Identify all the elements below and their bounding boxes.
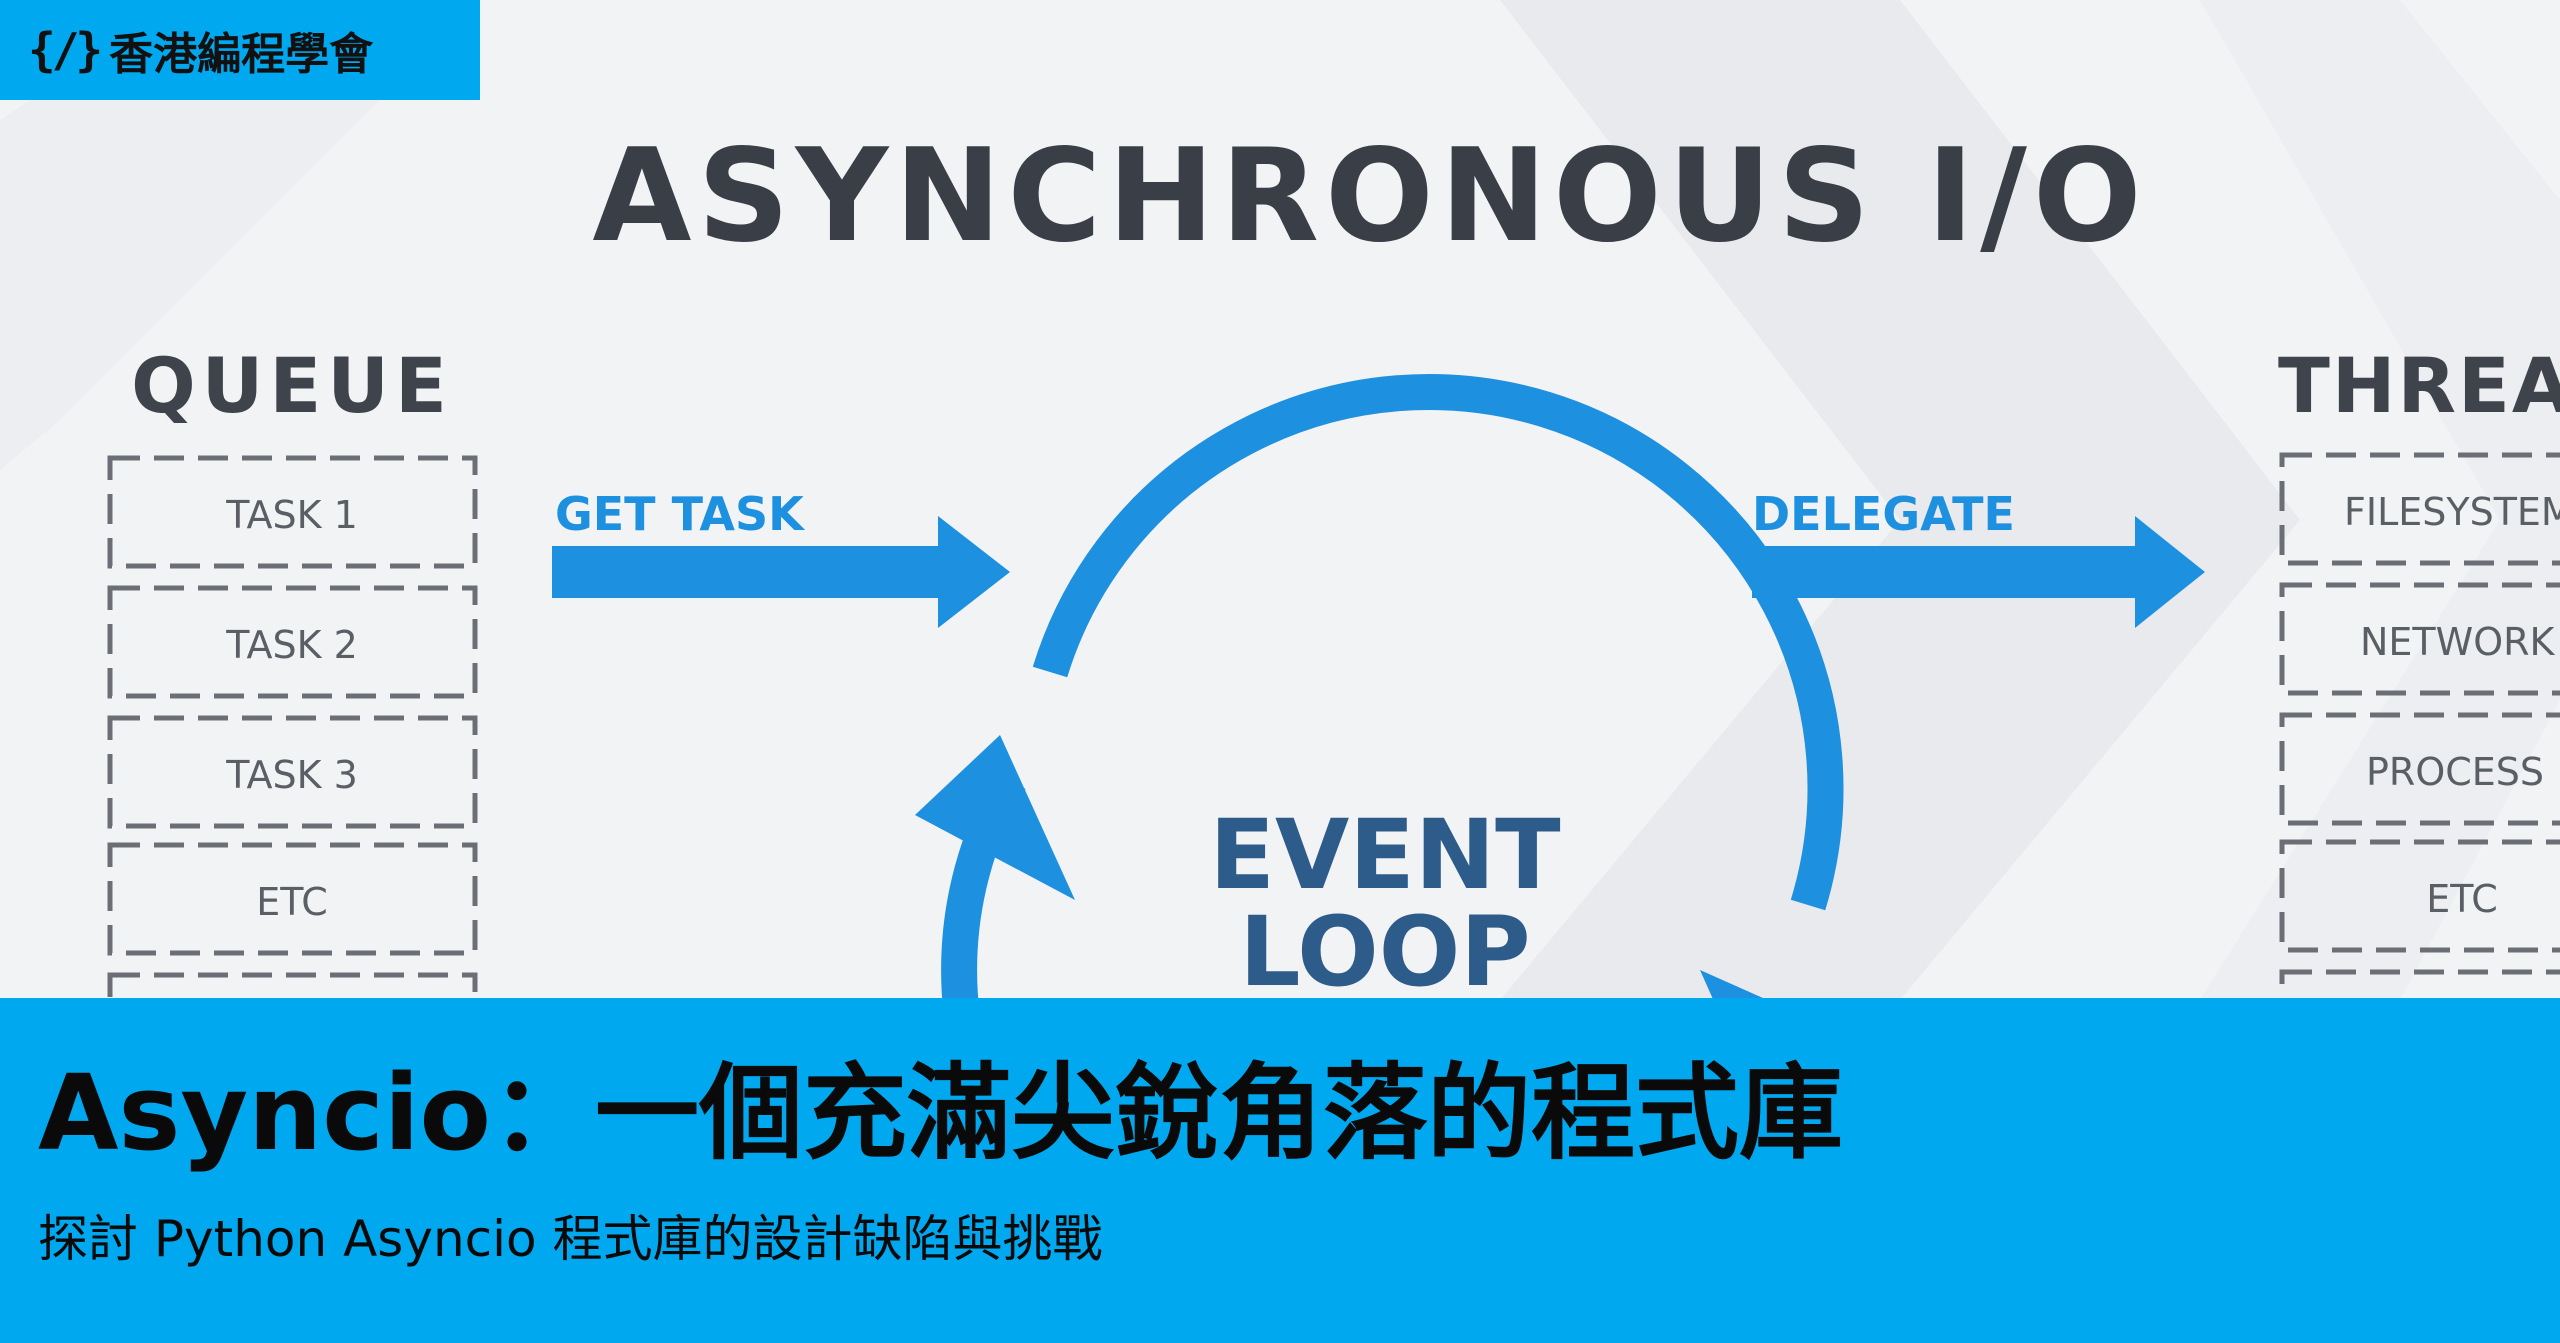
thread-item-box (2279, 712, 2560, 826)
queue-item-box (107, 842, 478, 956)
thread-item-box (2279, 452, 2560, 566)
queue-item-label: TASK 3 (225, 753, 358, 797)
article-subtitle: 探討 Python Asyncio 程式庫的設計缺陷與挑戰 (38, 1210, 1103, 1268)
queue-item-label: TASK 1 (225, 493, 358, 537)
queue-item-label: TASK 2 (225, 623, 358, 667)
queue-item-label: ETC (256, 880, 328, 924)
queue-item-box (107, 585, 478, 699)
thread-item-label: FILESYSTEM (2344, 490, 2560, 534)
event-loop-label: EVENT (1209, 799, 1560, 911)
delegate-arrow (1752, 516, 2205, 628)
thread-item-box (2279, 582, 2560, 696)
queue-heading: QUEUE (131, 341, 453, 430)
queue-item-box (107, 715, 478, 829)
thread-item-label: PROCESS (2366, 750, 2544, 794)
queue-item-box (107, 455, 478, 569)
get-task-label: GET TASK (555, 487, 806, 541)
diagram-title: ASYNCHRONOUS I/O (592, 122, 2147, 271)
brand-badge[interactable]: {/} 香港編程學會 (0, 0, 480, 100)
thread-heading: THREAD (2278, 341, 2560, 430)
delegate-label: DELEGATE (1752, 487, 2015, 541)
article-title: Asyncio：一個充滿尖銳角落的程式庫 (38, 1052, 1843, 1174)
get-task-arrow (552, 516, 1010, 628)
event-loop-label: LOOP (1239, 896, 1530, 1008)
thread-item-label: NETWORK (2360, 620, 2556, 664)
code-braces-icon: {/} (28, 23, 103, 77)
thread-item-box (2279, 839, 2560, 953)
caption-banner: Asyncio：一個充滿尖銳角落的程式庫 探討 Python Asyncio 程… (0, 998, 2560, 1343)
thread-item-label: ETC (2426, 877, 2498, 921)
brand-name: 香港編程學會 (109, 29, 374, 80)
loop-arrowhead (915, 735, 1075, 900)
